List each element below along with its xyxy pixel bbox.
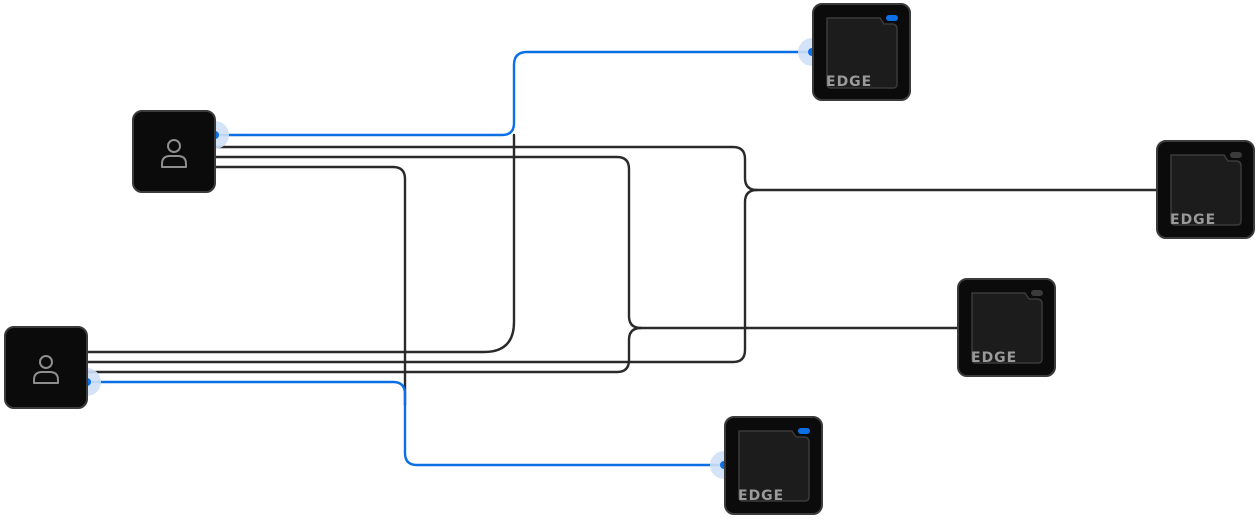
- connection-user-top-to-edge-middle: [213, 155, 960, 330]
- status-led: [1230, 152, 1242, 158]
- connection-user-top-to-edge-top: [213, 50, 812, 137]
- edge-node-right[interactable]: EDGE: [1156, 140, 1255, 239]
- edge-node-bottom[interactable]: EDGE: [724, 416, 823, 515]
- connection-lines: [85, 50, 1159, 467]
- device-screen: [826, 17, 898, 89]
- user-icon: [161, 139, 187, 168]
- edge-label: EDGE: [738, 488, 784, 504]
- edge-node-top[interactable]: EDGE: [812, 3, 911, 101]
- edge-node-middle[interactable]: EDGE: [957, 278, 1056, 377]
- connection-user-bottom-to-edge-bottom: [85, 380, 725, 467]
- status-led: [1031, 290, 1043, 296]
- edge-label: EDGE: [1170, 212, 1216, 228]
- user-node-bottom[interactable]: [4, 326, 88, 409]
- user-node-top[interactable]: [132, 110, 216, 193]
- connection-user-top-to-edge-bottom: [213, 165, 407, 407]
- edge-label: EDGE: [971, 350, 1017, 366]
- connection-user-bottom-to-edge-right: [85, 188, 759, 364]
- connection-ports: [73, 38, 826, 479]
- user-icon: [33, 355, 59, 384]
- device-screen: [738, 430, 810, 502]
- device-screen: [971, 292, 1043, 364]
- connection-user-bottom-to-edge-top: [85, 133, 516, 354]
- edge-label: EDGE: [826, 74, 872, 90]
- connection-user-top-to-edge-right: [213, 145, 1159, 192]
- status-led: [886, 15, 898, 21]
- device-screen: [1170, 154, 1242, 226]
- connection-user-bottom-to-edge-middle: [85, 326, 643, 374]
- status-led: [798, 428, 810, 434]
